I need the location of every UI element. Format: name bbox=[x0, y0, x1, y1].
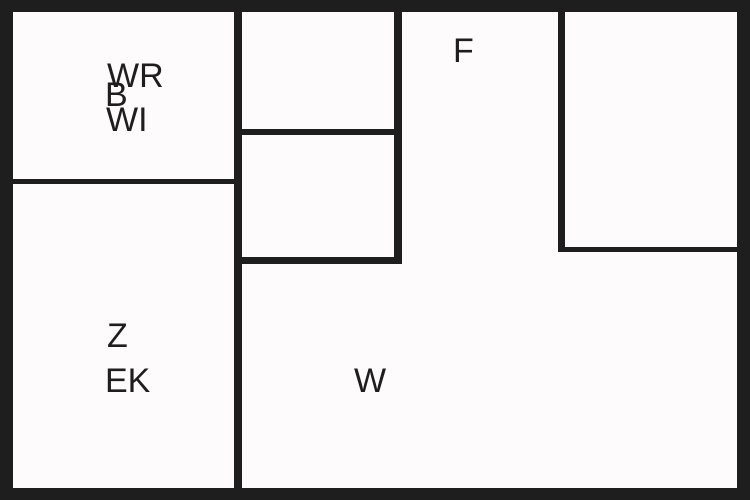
room-bottom-left bbox=[13, 184, 234, 488]
label-ek: EK bbox=[105, 362, 151, 400]
room-hall-upper-right bbox=[550, 252, 737, 272]
room-top-middle-upper bbox=[242, 12, 394, 129]
label-wi: WI bbox=[106, 101, 148, 139]
label-w: W bbox=[354, 362, 387, 400]
label-z: Z bbox=[107, 317, 128, 355]
room-hall-bottom bbox=[242, 264, 737, 488]
room-top-middle-lower bbox=[242, 135, 394, 257]
room-top-left bbox=[13, 12, 234, 179]
label-f: F bbox=[453, 32, 474, 70]
label-wr: WR bbox=[107, 57, 164, 95]
room-top-right bbox=[565, 12, 737, 247]
room-hall-upper-middle bbox=[402, 12, 558, 272]
label-b: B bbox=[105, 76, 128, 114]
